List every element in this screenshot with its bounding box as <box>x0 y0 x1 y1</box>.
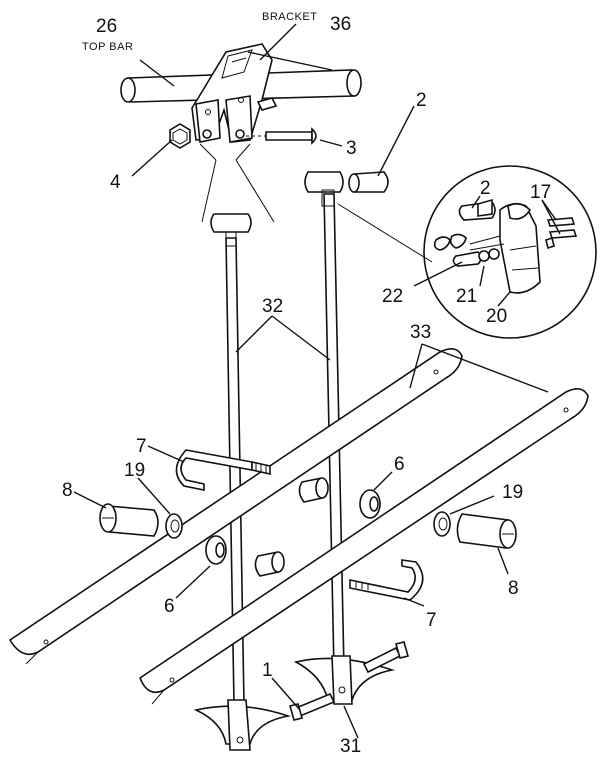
plug-2 <box>348 171 389 193</box>
screw-1-right <box>362 641 409 674</box>
nut-4 <box>169 123 191 149</box>
end-cap-8-left <box>99 503 159 537</box>
label-part-22: 22 <box>382 286 403 307</box>
label-part-21: 21 <box>456 286 477 307</box>
label-part-31: 31 <box>340 736 361 757</box>
label-part-32: 32 <box>262 296 283 317</box>
label-part-6-right: 6 <box>394 454 405 475</box>
label-part-1: 1 <box>262 660 273 681</box>
label-part-33: 33 <box>410 322 431 343</box>
label-part-2-detail: 2 <box>480 178 491 199</box>
label-part-8-left: 8 <box>62 480 73 501</box>
washer-19-left <box>165 513 183 539</box>
u-bolt-7-left <box>175 449 271 491</box>
bushing-6-right <box>359 489 381 519</box>
label-part-3: 3 <box>346 138 357 159</box>
detail-view <box>337 165 597 339</box>
leader-lines <box>73 23 561 739</box>
u-bolt-7-right <box>349 559 424 601</box>
washer-19-right <box>433 511 451 537</box>
end-cap-8-right <box>456 513 517 549</box>
label-part-8-right: 8 <box>508 578 519 599</box>
assembly-funnel <box>199 143 275 223</box>
label-top-bar-number: 26 <box>96 16 117 37</box>
label-part-19-right: 19 <box>502 482 523 503</box>
bolt-3 <box>246 127 317 145</box>
label-part-19-left: 19 <box>124 460 145 481</box>
bushing-6-lower <box>254 551 285 577</box>
label-part-6-left: 6 <box>164 596 175 617</box>
label-bracket: BRACKET <box>262 11 317 23</box>
bracket <box>191 43 278 143</box>
right-runner <box>139 388 589 705</box>
label-part-7-right: 7 <box>426 610 437 631</box>
label-part-2-plug: 2 <box>416 90 427 111</box>
label-part-7-left: 7 <box>136 436 147 457</box>
label-top-bar: TOP BAR <box>82 41 133 53</box>
label-part-17: 17 <box>530 182 551 203</box>
bushing-6-upper <box>298 477 329 503</box>
callout-labels: 26 TOP BAR BRACKET 36 2 3 4 2 17 22 21 2… <box>62 11 551 757</box>
label-bracket-number: 36 <box>330 14 351 35</box>
left-runner <box>8 348 463 665</box>
bushing-6-left <box>205 535 227 565</box>
label-part-20: 20 <box>486 306 507 327</box>
label-part-4: 4 <box>110 172 121 193</box>
foot-pad-left <box>193 699 292 751</box>
